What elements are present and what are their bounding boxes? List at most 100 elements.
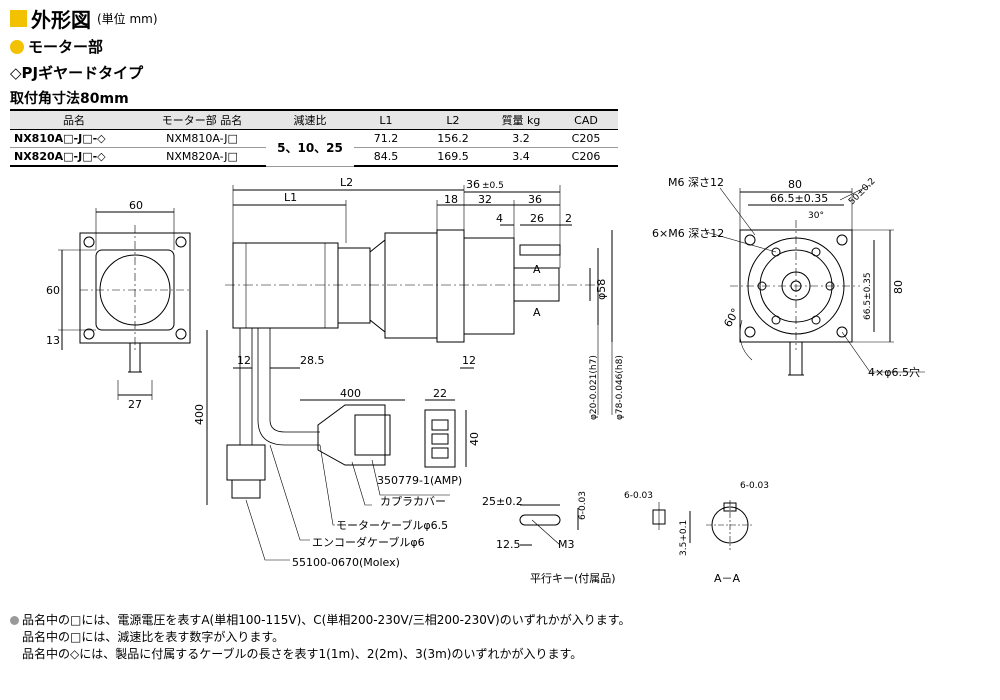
th-pn: 品名 bbox=[10, 109, 138, 130]
side-view bbox=[206, 185, 613, 561]
cell-l1: 71.2 bbox=[354, 129, 418, 148]
cell-ratio: 5、10、25 bbox=[266, 129, 354, 167]
callout-holes: 4×φ6.5穴 bbox=[868, 365, 920, 379]
cell-mass: 3.2 bbox=[488, 129, 554, 148]
encoder-plug bbox=[231, 479, 261, 499]
motor-body bbox=[232, 242, 339, 329]
dim-label: L1 bbox=[284, 191, 297, 204]
dim-label: 6-0.03 bbox=[624, 491, 653, 501]
key-top bbox=[519, 244, 561, 256]
dim-label: 66.5±0.35 bbox=[863, 272, 873, 320]
dim-label: 30° bbox=[808, 211, 824, 221]
dim-label: 40 bbox=[468, 432, 481, 446]
dim-label: 13 bbox=[46, 334, 60, 347]
dim-label: ±0.5 bbox=[482, 181, 504, 191]
mount-hole bbox=[175, 328, 187, 340]
dim-label: L2 bbox=[340, 176, 353, 189]
th-l1: L1 bbox=[354, 109, 418, 130]
note-item: 品名中の◇には、製品に付属するケーブルの長さを表す1(1m)、2(2m)、3(3… bbox=[22, 647, 583, 661]
cell-cad[interactable]: C205 bbox=[554, 129, 618, 148]
mount-hole bbox=[83, 328, 95, 340]
note-item: 品名中の□には、減速比を表す数字が入ります。 bbox=[22, 630, 285, 644]
key-detail bbox=[519, 500, 754, 550]
dim-label: 26 bbox=[530, 212, 544, 225]
callout-m6x6: 6×M6 深さ12 bbox=[652, 227, 724, 240]
th-cad: CAD bbox=[554, 109, 618, 130]
mount-hole bbox=[175, 236, 187, 248]
callout-m6: M6 深さ12 bbox=[668, 176, 724, 189]
dim-label: 2 bbox=[565, 212, 572, 225]
motor-connector bbox=[354, 414, 391, 456]
dim-label: 60° bbox=[721, 306, 742, 329]
dim-label: 22 bbox=[433, 387, 447, 400]
th-mass: 質量 kg bbox=[488, 109, 554, 130]
dim-label: 6-0.03 bbox=[740, 481, 769, 491]
table-header-row: 品名 モーター部 品名 減速比 L1 L2 質量 kg CAD bbox=[10, 109, 618, 130]
dim-label: 25±0.2 bbox=[482, 495, 523, 508]
cell-l2: 156.2 bbox=[418, 129, 488, 148]
dim-label: 12 bbox=[237, 354, 251, 367]
notes: 品名中の□には、電源電圧を表すA(単相100-115V)、C(単相200-230… bbox=[10, 612, 631, 663]
output-shaft bbox=[513, 267, 560, 302]
dim-label: φ58 bbox=[595, 279, 608, 300]
cell-l1: 84.5 bbox=[354, 147, 418, 167]
dim-label: 66.5±0.35 bbox=[770, 192, 828, 205]
table-row: NX810A□-J□-◇ NXM810A-J□ 5、10、25 71.2 156… bbox=[10, 129, 618, 167]
dim-label: 3.5+0.1 bbox=[679, 520, 689, 556]
cell-mass: 3.4 bbox=[488, 147, 554, 167]
callout-cover: カプラカバー bbox=[380, 495, 446, 508]
mount-title: 取付角寸法80mm bbox=[10, 91, 129, 107]
section-dot-icon bbox=[10, 39, 24, 54]
callout-motor-cable: モーターケーブルφ6.5 bbox=[336, 518, 448, 532]
note-bullet-icon bbox=[10, 616, 19, 625]
dim-label: 36 bbox=[466, 178, 480, 191]
front-flange bbox=[739, 229, 853, 343]
callout-molex: 55100-0670(Molex) bbox=[292, 556, 400, 569]
connector-end-view bbox=[424, 409, 456, 468]
cell-motor: NXM820A-J□ bbox=[138, 147, 266, 167]
dim-label: 32 bbox=[478, 193, 492, 206]
callout-encoder-cable: エンコーダケーブルφ6 bbox=[312, 535, 425, 549]
title-text: 外形図 bbox=[31, 8, 91, 32]
dim-label: 400 bbox=[340, 387, 361, 400]
callout-key: 平行キー(付属品) bbox=[530, 572, 616, 585]
flange-view bbox=[58, 208, 191, 400]
dim-label: 18 bbox=[444, 193, 458, 206]
dim-label: 60 bbox=[129, 199, 143, 212]
callout-amp: 350779-1(AMP) bbox=[377, 474, 462, 487]
callout-labels: M6 深さ12 6×M6 深さ12 4×φ6.5穴 350779-1(AMP) … bbox=[292, 176, 920, 585]
cell-cad[interactable]: C206 bbox=[554, 147, 618, 167]
cell-l2: 169.5 bbox=[418, 147, 488, 167]
dim-label: 12.5 bbox=[496, 538, 521, 551]
dim-label: 28.5 bbox=[300, 354, 325, 367]
cell-pn: NX810A□-J□-◇ bbox=[10, 129, 138, 148]
section-mark: A bbox=[533, 306, 541, 319]
gear-body bbox=[384, 232, 438, 339]
mount-hole bbox=[83, 236, 95, 248]
dim-label: 60 bbox=[46, 284, 60, 297]
dim-label: 4 bbox=[496, 212, 503, 225]
front-view bbox=[705, 184, 925, 376]
section-title: モーター部 bbox=[10, 36, 103, 57]
adapter-body bbox=[337, 247, 371, 324]
table-row: NX820A□-J□-◇ NXM820A-J□ 84.5 169.5 3.4 C… bbox=[10, 147, 618, 167]
page-title: 外形図 (単位 mm) bbox=[10, 4, 158, 33]
type-title: ◇PJギヤードタイプ bbox=[10, 64, 144, 82]
parallel-key bbox=[519, 514, 561, 526]
callout-aa: A－A bbox=[714, 572, 741, 585]
title-marker-icon bbox=[10, 10, 27, 27]
gear-boss bbox=[463, 237, 515, 335]
dim-label: 6-0.03 bbox=[578, 491, 588, 520]
coupler-cover bbox=[317, 404, 386, 466]
dimension-labels: 60 60 13 27 L2 L1 36 ±0.5 18 32 36 4 26 … bbox=[46, 176, 905, 556]
th-motor: モーター部 品名 bbox=[138, 109, 266, 130]
dim-label: φ78-0.046(h8) bbox=[615, 355, 625, 420]
note-text: 品名中の□には、電源電圧を表すA(単相100-115V)、C(単相200-230… bbox=[22, 613, 631, 627]
cell-pn: NX820A□-J□-◇ bbox=[10, 147, 138, 167]
dim-label: φ20-0.021(h7) bbox=[589, 355, 599, 420]
gear-transition bbox=[369, 238, 386, 334]
dim-label: 400 bbox=[193, 404, 206, 425]
dim-label: 36 bbox=[528, 193, 542, 206]
dim-label: 27 bbox=[128, 398, 142, 411]
